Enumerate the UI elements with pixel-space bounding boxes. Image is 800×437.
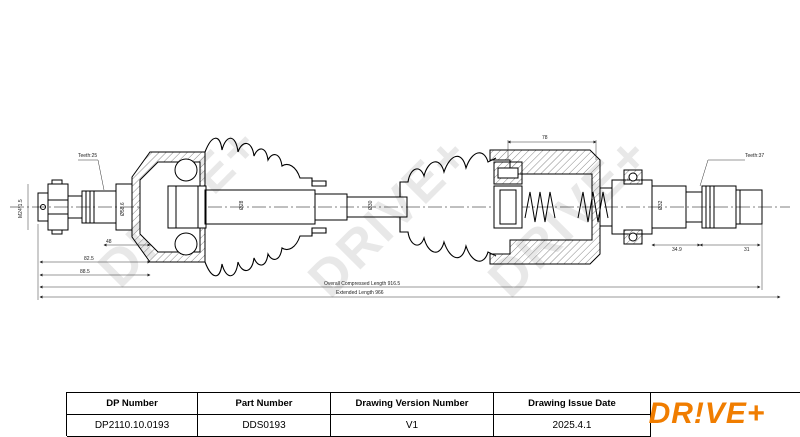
teeth-right-label: Teeth:37 xyxy=(745,153,764,159)
drawing-version-header: Drawing Version Number xyxy=(331,393,494,415)
title-block-header-row: DP Number Part Number Drawing Version Nu… xyxy=(67,393,800,415)
inner-cv-housing xyxy=(489,149,612,265)
outer-cv-joint xyxy=(131,151,207,263)
dia-30-label: Ø30 xyxy=(368,200,374,210)
len-88-5-label: 88.5 xyxy=(80,269,90,275)
inner-boot xyxy=(399,152,497,262)
len-34-9-label: 34.9 xyxy=(672,247,682,253)
extended-length-label: Extended Length 966 xyxy=(336,290,384,296)
part-number-value: DDS0193 xyxy=(198,415,331,437)
drawing-version-value: V1 xyxy=(331,415,494,437)
left-stub xyxy=(37,179,133,235)
len-82-5-label: 82.5 xyxy=(84,256,94,262)
dp-number-header: DP Number xyxy=(67,393,198,415)
right-stub xyxy=(611,169,763,245)
dia-58-6-label: Ø58.6 xyxy=(120,202,126,216)
part-number-header: Part Number xyxy=(198,393,331,415)
dia-28-label: Ø28 xyxy=(239,200,245,210)
dp-number-value: DP2110.10.0193 xyxy=(67,415,198,437)
len-48-label: 48 xyxy=(106,239,112,245)
teeth-left-label: Teeth:25 xyxy=(78,153,97,159)
drive-shaft-drawing: DRIVE+ DRIVE+ DRIVE+ xyxy=(10,115,790,308)
title-block: DP Number Part Number Drawing Version Nu… xyxy=(66,392,800,437)
dia-32-label: Ø32 xyxy=(658,200,664,210)
thread-label: M24*1.5 xyxy=(18,199,24,218)
main-shaft xyxy=(204,189,408,225)
overall-compressed-label: Overall Compressed Length 916.5 xyxy=(324,281,400,287)
brand-logo: DR!VE+ xyxy=(614,392,800,436)
len-31-label: 31 xyxy=(744,247,750,253)
dimension-lines xyxy=(27,140,781,300)
len-78-label: 78 xyxy=(542,135,548,141)
drawing-issue-date-header: Drawing Issue Date xyxy=(494,393,651,415)
outer-boot xyxy=(204,137,327,277)
brand-logo-text: DR!VE+ xyxy=(648,397,766,430)
